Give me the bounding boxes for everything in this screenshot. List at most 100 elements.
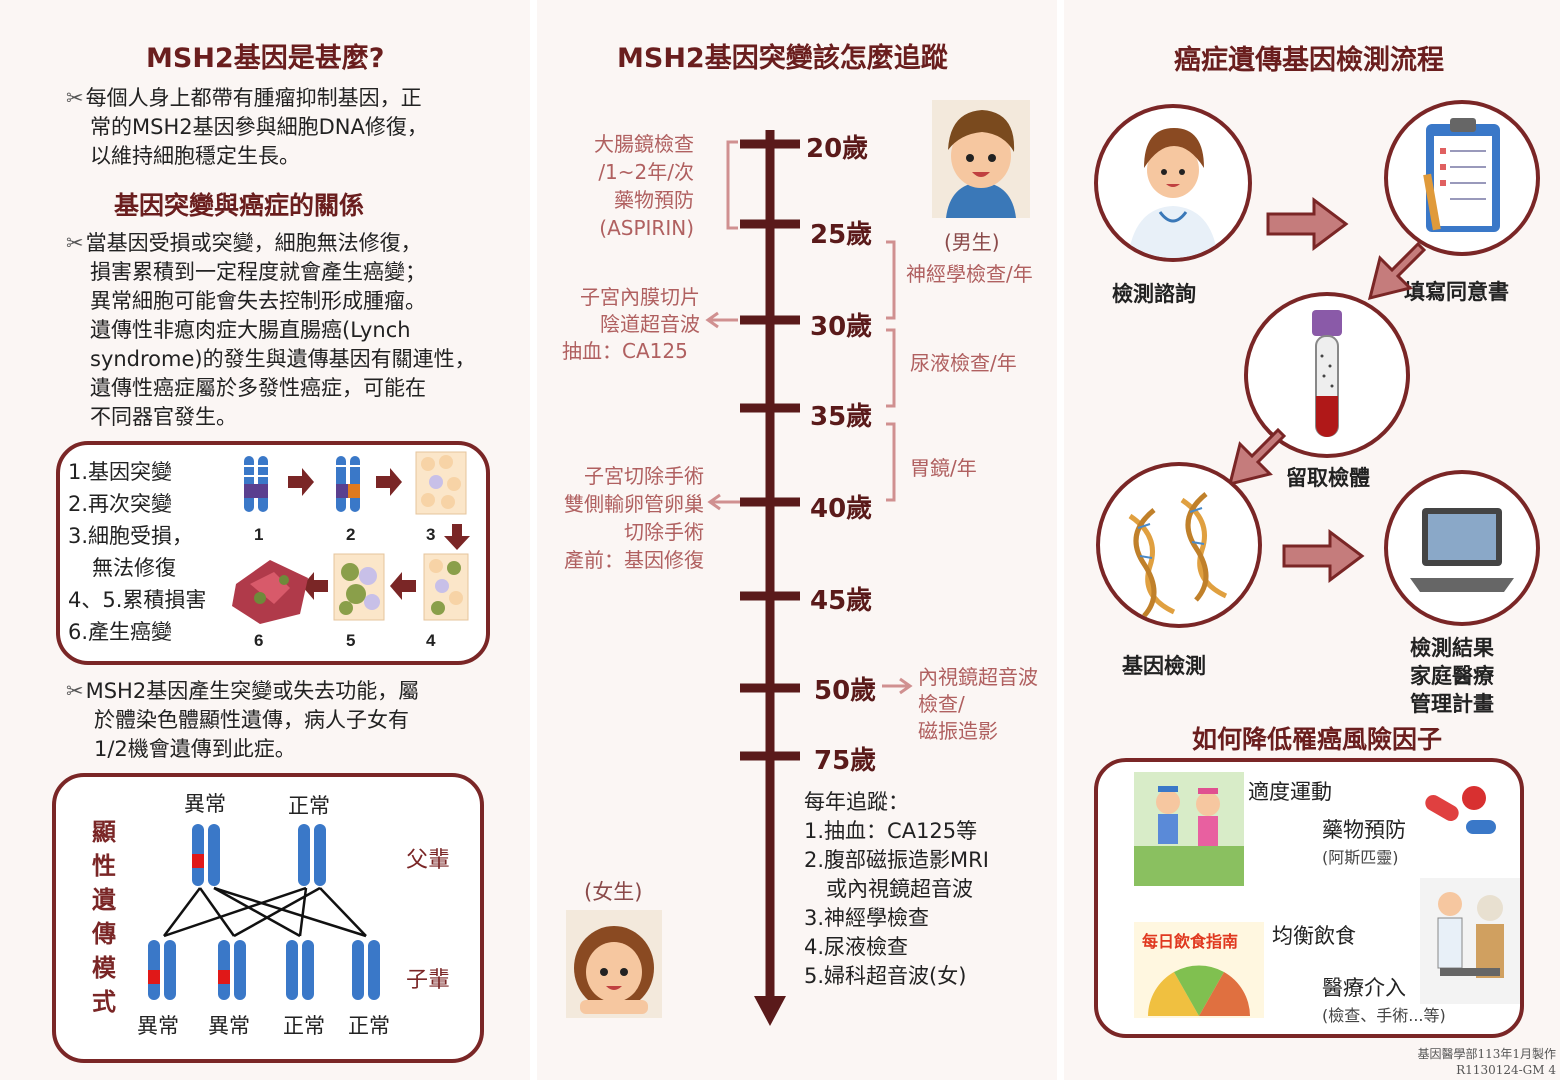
para-1: ✂每個人身上都帶有腫瘤抑制基因，正 常的MSH2基因參與細胞DNA修復， 以維持… (66, 86, 428, 168)
arrow-right-icon (1282, 529, 1365, 583)
timeline-axis (740, 130, 800, 1026)
uterus30-note: 子宮內膜切片 陰道超音波 抽血：CA125 (562, 285, 700, 363)
age-25: 25歲 (810, 220, 873, 250)
step-sample: 留取檢體 (1286, 466, 1370, 490)
parent-normal-label: 正常 (288, 794, 330, 818)
parents-label: 父輩 (406, 848, 451, 873)
chromosome-icon (218, 940, 246, 1000)
food-plate-icon (1148, 965, 1250, 1016)
bullet-star-icon: ✂ (66, 679, 84, 703)
step-num-2: 2 (346, 525, 355, 544)
child-label-4: 正常 (348, 1014, 390, 1038)
blood-tube-icon (1312, 310, 1342, 437)
para-2: ✂當基因受損或突變，細胞無法修復， 損害累積到一定程度就會產生癌變； 異常細胞可… (66, 231, 476, 429)
medicine-sub: (阿斯匹靈) (1322, 848, 1399, 867)
chromosome-icon (336, 456, 360, 512)
diet-banner: 每日飲食指南 (1142, 932, 1239, 951)
pill-icon (1425, 786, 1496, 834)
step-num-6: 6 (254, 631, 263, 650)
age-50: 50歲 (814, 676, 877, 706)
arrow-left-icon (705, 311, 738, 329)
left-title-2: 基因突變與癌症的關係 (114, 191, 365, 220)
gene-test-circle (1096, 462, 1262, 628)
chromosome-icon (192, 824, 220, 886)
cells-icon (415, 451, 467, 515)
middle-title: MSH2基因突變該怎麼追蹤 (617, 43, 948, 74)
right-title: 癌症遺傳基因檢測流程 (1174, 45, 1444, 76)
arrow-down-left-icon (1367, 241, 1427, 301)
yearly-followup: 每年追蹤： 1.抽血：CA125等 2.腹部磁振造影MRI 或內視鏡超音波 3.… (804, 790, 989, 988)
girl-avatar (566, 910, 662, 1018)
age-20: 20歲 (806, 134, 869, 164)
consent-circle (1384, 100, 1540, 256)
inheritance-vertical-title: 顯 性 遺 傳 模 式 (92, 818, 116, 1016)
arrow-left-icon (707, 493, 740, 511)
step-num-5: 5 (346, 631, 355, 650)
arrow-down-left-icon (1227, 427, 1287, 487)
diet-label: 均衡飲食 (1272, 924, 1356, 948)
age-45: 45歲 (810, 586, 873, 616)
child-label-3: 正常 (283, 1014, 325, 1038)
exercise-image (1134, 772, 1244, 886)
urine-note: 尿液檢查/年 (910, 351, 1017, 375)
cells-icon (423, 553, 469, 621)
male-label: (男生) (944, 230, 1000, 254)
medicine-label: 藥物預防 (1322, 818, 1406, 842)
chromosome-icon (352, 940, 380, 1000)
chromosome-icon (244, 456, 268, 512)
doctor-icon (1128, 128, 1218, 258)
medical-sub: (檢查、手術...等) (1322, 1006, 1446, 1025)
children-label: 子輩 (406, 968, 451, 993)
chromosome-icon (298, 824, 326, 886)
gastro-bracket (886, 422, 896, 502)
age-40: 40歲 (810, 494, 873, 524)
step-num-3: 3 (426, 525, 435, 544)
dna-icon (1128, 492, 1228, 618)
child-label-2: 異常 (208, 1014, 250, 1038)
consult-circle (1094, 104, 1252, 262)
step-consent: 填寫同意書 (1404, 280, 1509, 304)
mutation-steps-list: 1.基因突變 2.再次突變 3.細胞受損， 無法修復 4、5.累積損害 6.產生… (68, 460, 207, 644)
gastro-note: 胃鏡/年 (910, 456, 977, 480)
female-label: (女生) (584, 880, 643, 904)
mutation-steps-illustration: 1 2 3 6 5 4 (232, 451, 470, 650)
step-consult: 檢測諮詢 (1112, 282, 1196, 306)
bullet-star-icon: ✂ (66, 86, 84, 110)
step-num-1: 1 (254, 525, 263, 544)
chromosome-icon (148, 940, 176, 1000)
diet-image: 每日飲食指南 (1134, 922, 1264, 1018)
uterus40-note: 子宮切除手術 雙側輸卵管卵巢 切除手術 產前：基因修復 (564, 464, 704, 572)
neuro-bracket (886, 240, 896, 320)
footer-note: 基因醫學部113年1月製作 R1130124-GM 4 (1417, 1047, 1556, 1077)
child-label-1: 異常 (137, 1014, 179, 1038)
age-35: 35歲 (810, 402, 873, 432)
clipboard-icon (1423, 118, 1500, 232)
step-gene-test: 基因檢測 (1122, 654, 1206, 678)
step-result: 檢測結果 家庭醫療 管理計畫 (1410, 636, 1494, 716)
parent-abnormal-label: 異常 (184, 792, 226, 816)
medical-image (1420, 878, 1520, 1004)
medical-label: 醫療介入 (1322, 976, 1406, 1000)
laptop-icon (1410, 508, 1514, 592)
chromosome-icon (286, 940, 314, 1000)
arrow-right-icon (882, 677, 913, 695)
left-title-1: MSH2基因是甚麼? (146, 43, 385, 74)
cells-icon (333, 553, 385, 621)
bullet-star-icon: ✂ (66, 231, 84, 255)
exercise-label: 適度運動 (1248, 780, 1332, 804)
right-title-2: 如何降低罹癌風險因子 (1192, 725, 1443, 754)
boy-avatar (932, 100, 1030, 218)
para-3: ✂MSH2基因產生突變或失去功能，屬 於體染色體顯性遺傳，病人子女有 1/2機會… (66, 679, 420, 761)
step-num-4: 4 (426, 631, 436, 650)
tumor-icon (232, 560, 308, 624)
result-circle (1384, 470, 1540, 626)
sample-circle (1244, 292, 1410, 458)
age-30: 30歲 (810, 312, 873, 342)
urine-bracket (886, 328, 896, 408)
neuro-note: 神經學檢查/年 (906, 262, 1033, 286)
age-75: 75歲 (814, 746, 877, 776)
inheritance-diagram (148, 824, 380, 1000)
colon-bracket (726, 140, 738, 230)
colon-note: 大腸鏡檢查 /1~2年/次 藥物預防 (ASPIRIN) (594, 132, 694, 240)
endo-note: 內視鏡超音波 檢查/ 磁振造影 (918, 665, 1038, 743)
